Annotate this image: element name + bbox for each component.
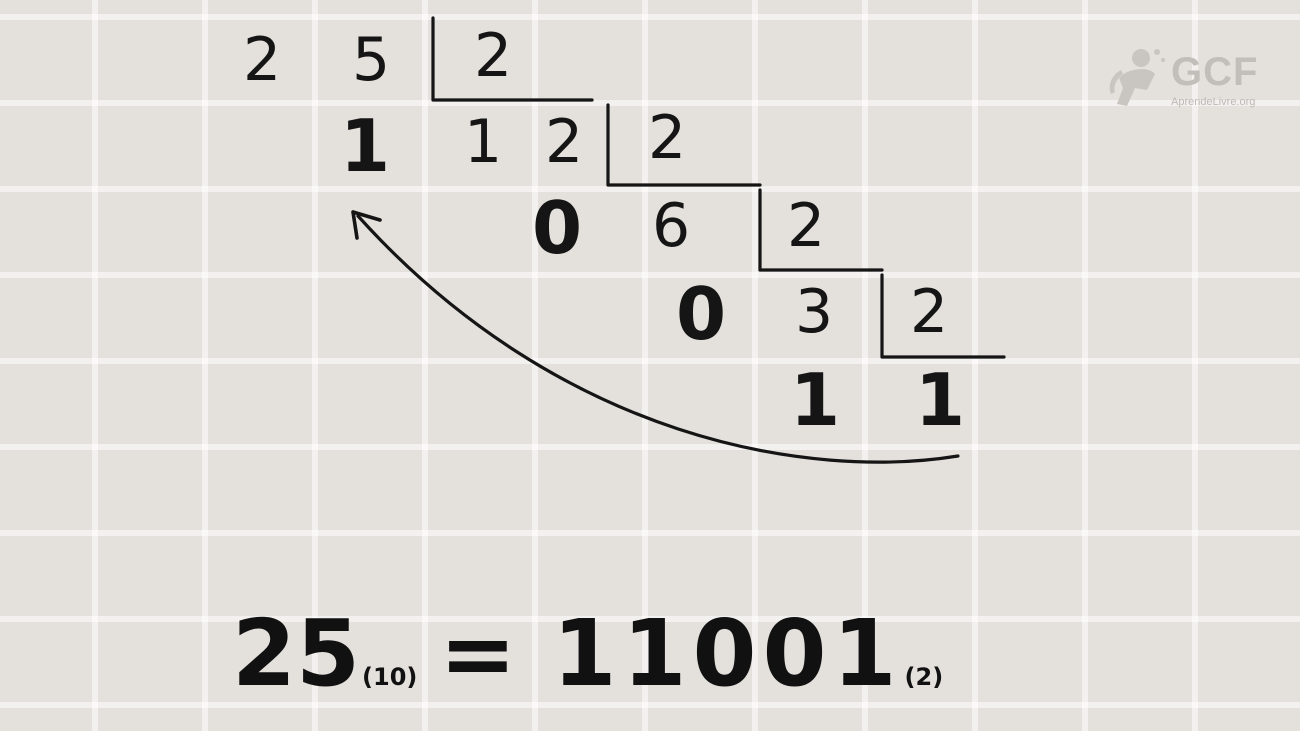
remainder-4: 1 bbox=[790, 358, 841, 442]
bracket-3 bbox=[758, 188, 884, 272]
bracket-2 bbox=[606, 103, 762, 187]
binary-value: 11001 bbox=[552, 600, 903, 707]
last-quotient: 1 bbox=[915, 358, 966, 442]
gcf-logo: GCF AprendeLivre.org bbox=[1105, 44, 1275, 116]
gcf-figure-icon bbox=[1109, 49, 1165, 106]
bracket-1 bbox=[431, 16, 594, 102]
divisor-1: 2 bbox=[474, 21, 513, 91]
decimal-value: 25 bbox=[232, 600, 361, 707]
equals-sign: = bbox=[439, 600, 517, 707]
remainder-2: 0 bbox=[532, 186, 583, 270]
dividend-digit-ones: 5 bbox=[352, 25, 391, 95]
quotient-3: 3 bbox=[795, 277, 834, 347]
arrow-head bbox=[351, 210, 382, 240]
divisor-4: 2 bbox=[910, 277, 949, 347]
divisor-2: 2 bbox=[648, 103, 687, 173]
curved-arrow bbox=[356, 214, 960, 464]
quotient-2: 6 bbox=[652, 191, 691, 261]
remainder-1: 1 bbox=[340, 104, 391, 188]
logo-name: GCF bbox=[1171, 50, 1259, 94]
remainder-3: 0 bbox=[676, 272, 727, 356]
bracket-4 bbox=[880, 273, 1006, 359]
binary-base: (2) bbox=[904, 663, 944, 691]
logo-tagline: AprendeLivre.org bbox=[1171, 96, 1256, 108]
result-equation: 25(10) = 11001(2) bbox=[232, 600, 944, 707]
divisor-3: 2 bbox=[787, 191, 826, 261]
quotient-1-ones: 2 bbox=[545, 107, 584, 177]
decimal-base: (10) bbox=[362, 663, 418, 691]
quotient-1-tens: 1 bbox=[464, 107, 503, 177]
dividend-digit-tens: 2 bbox=[243, 25, 282, 95]
